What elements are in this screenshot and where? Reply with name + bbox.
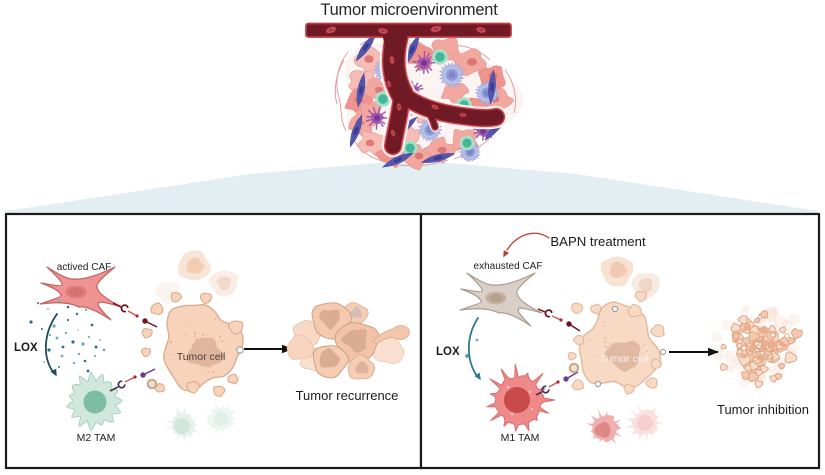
svg-text:M1 TAM: M1 TAM: [501, 432, 540, 444]
svg-text:LOX: LOX: [436, 346, 460, 358]
svg-text:exhausted CAF: exhausted CAF: [474, 261, 543, 272]
svg-text:Tumor inhibition: Tumor inhibition: [717, 402, 809, 417]
svg-text:M2 TAM: M2 TAM: [77, 432, 116, 444]
svg-text:Tumor cell: Tumor cell: [177, 351, 226, 363]
svg-text:LOX: LOX: [14, 342, 38, 354]
svg-text:BAPN treatment: BAPN treatment: [550, 234, 646, 249]
svg-text:Tumor recurrence: Tumor recurrence: [296, 388, 399, 403]
svg-text:Tumor cell: Tumor cell: [600, 353, 649, 365]
svg-text:actived CAF: actived CAF: [57, 262, 111, 273]
svg-text:Tumor microenvironment: Tumor microenvironment: [320, 1, 498, 19]
